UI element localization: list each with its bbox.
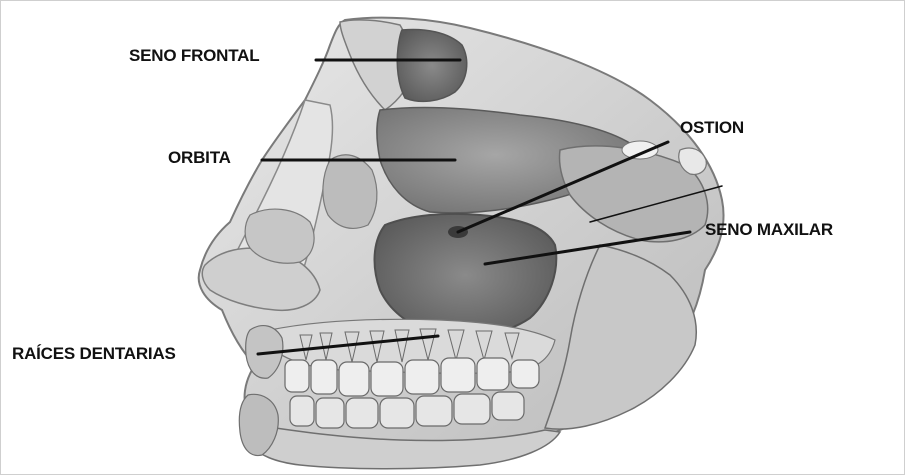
ethmoid-cells bbox=[323, 155, 377, 229]
label-ostion: OSTION bbox=[680, 118, 744, 138]
label-seno-maxilar: SENO MAXILAR bbox=[705, 220, 833, 240]
label-orbita: ORBITA bbox=[168, 148, 231, 168]
label-raices-dentarias: RAÍCES DENTARIAS bbox=[12, 344, 176, 364]
frontal-sinus-cavity bbox=[397, 30, 466, 102]
label-seno-frontal: SENO FRONTAL bbox=[129, 46, 259, 66]
upper-teeth bbox=[285, 358, 539, 396]
